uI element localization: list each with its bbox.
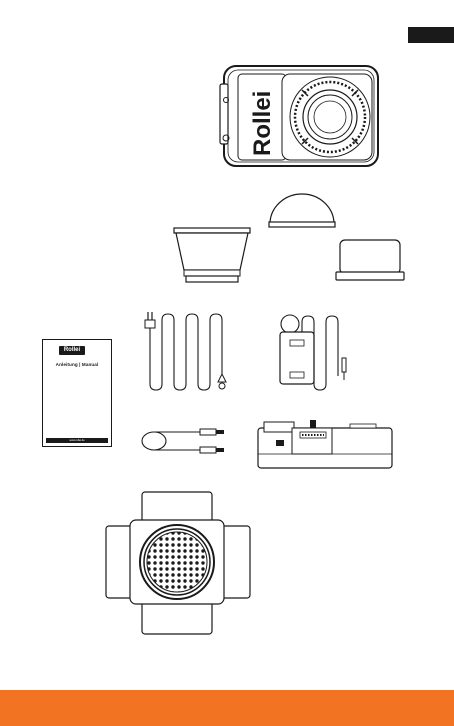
footer-accent-bar bbox=[0, 690, 454, 726]
manual-url: www.rollei.de bbox=[46, 438, 108, 443]
softbox-cap-illustration bbox=[332, 236, 408, 286]
manual-booklet: Rollei Anleitung | Manual www.rollei.de bbox=[42, 339, 112, 447]
light-unit-illustration: Rollei bbox=[218, 60, 386, 172]
power-cable-illustration bbox=[138, 310, 230, 394]
section-tab bbox=[408, 27, 454, 43]
battery-grip-illustration bbox=[254, 414, 396, 472]
camera-brand-logo: Rollei bbox=[249, 91, 276, 156]
manual-brand-logo: Rollei bbox=[59, 346, 85, 355]
ac-adapter-illustration bbox=[276, 310, 360, 392]
dome-diffuser-illustration bbox=[266, 192, 338, 230]
reflector-illustration bbox=[170, 224, 254, 288]
barn-doors-illustration bbox=[104, 488, 254, 636]
usb-cable-illustration bbox=[138, 424, 238, 460]
manual-title: Anleitung | Manual bbox=[43, 362, 111, 367]
